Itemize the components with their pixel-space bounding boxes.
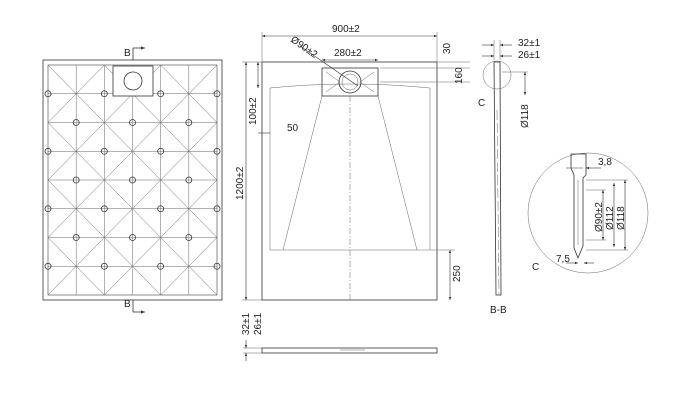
support-foot bbox=[157, 205, 165, 213]
underside-drain-icon bbox=[123, 71, 143, 91]
plan-view: 900±2 280±2 Ø90±2 30 160 100±2 50 1200±2… bbox=[235, 24, 470, 301]
section-height-26: 26±1 bbox=[518, 50, 541, 61]
section-name: B-B bbox=[490, 305, 507, 316]
support-foot bbox=[72, 176, 80, 184]
detail-c-label-2: C bbox=[532, 262, 539, 273]
rib-diagonal bbox=[47, 64, 105, 123]
rib-diagonal bbox=[104, 122, 161, 181]
bottom-250-dimension: 250 bbox=[452, 265, 463, 282]
support-foot bbox=[185, 119, 193, 126]
side-height-32: 32±1 bbox=[241, 312, 252, 335]
support-foot bbox=[157, 147, 165, 155]
section-b-label-top: B bbox=[124, 48, 131, 59]
detail-d112: Ø112 bbox=[605, 206, 616, 230]
support-foot bbox=[44, 147, 52, 155]
tray-outline bbox=[261, 61, 438, 301]
side-height-26: 26±1 bbox=[253, 312, 264, 335]
section-profile bbox=[493, 61, 502, 296]
rib-diagonal bbox=[104, 179, 161, 238]
rib-diagonal bbox=[160, 179, 218, 238]
drain-width-dimension: 280±2 bbox=[334, 48, 362, 59]
width-dimension: 900±2 bbox=[332, 24, 360, 35]
support-foot bbox=[44, 262, 52, 270]
support-foot bbox=[213, 90, 221, 98]
support-foot bbox=[157, 262, 165, 270]
section-height-32: 32±1 bbox=[518, 38, 541, 49]
support-foot bbox=[44, 205, 52, 213]
rib-diagonal bbox=[160, 237, 218, 296]
drain-diameter-dimension: Ø90±2 bbox=[288, 34, 319, 60]
support-foot bbox=[129, 176, 136, 184]
detail-circle bbox=[527, 152, 649, 274]
underside-ribs bbox=[44, 64, 221, 296]
support-foot bbox=[157, 90, 165, 98]
support-foot bbox=[213, 262, 221, 270]
support-foot bbox=[100, 205, 108, 213]
detail-d90: Ø90±2 bbox=[594, 202, 605, 232]
length-dimension: 1200±2 bbox=[235, 166, 246, 200]
detail-c-marker bbox=[482, 60, 512, 90]
support-foot bbox=[213, 205, 221, 213]
underside-view: B B bbox=[42, 46, 223, 314]
edge-50-dimension: 50 bbox=[287, 123, 299, 134]
underside-drain-box bbox=[112, 65, 154, 97]
support-foot bbox=[100, 90, 108, 98]
rib-diagonal bbox=[47, 179, 105, 238]
edge-100-dimension: 100±2 bbox=[248, 97, 259, 125]
support-foot bbox=[129, 119, 136, 126]
support-foot bbox=[129, 234, 136, 241]
drain-icon bbox=[338, 70, 362, 94]
section-b-b: 32±1 26±1 Ø118 C B-B bbox=[478, 38, 541, 316]
support-foot bbox=[185, 234, 193, 241]
section-b-label-bottom: B bbox=[124, 299, 131, 310]
section-diameter: Ø118 bbox=[520, 104, 531, 128]
rib-diagonal bbox=[160, 64, 218, 123]
rib-diagonal bbox=[104, 237, 161, 296]
detail-c: 3,8 Ø90±2 Ø112 Ø118 7,5 C bbox=[527, 152, 649, 274]
support-foot bbox=[213, 147, 221, 155]
side-profile bbox=[261, 347, 438, 354]
drain-box bbox=[321, 67, 379, 97]
support-foot bbox=[100, 262, 108, 270]
detail-7-5: 7,5 bbox=[556, 254, 570, 265]
top-offset-dimension: 30 bbox=[442, 42, 453, 54]
underside-outline bbox=[42, 59, 223, 301]
detail-c-label-1: C bbox=[478, 98, 485, 109]
detail-3-8: 3,8 bbox=[598, 157, 612, 168]
drain-depth-dimension: 160 bbox=[454, 67, 465, 84]
support-foot bbox=[72, 119, 80, 126]
rib-diagonal bbox=[47, 237, 105, 296]
support-foot bbox=[44, 90, 52, 98]
side-view: 32±1 26±1 bbox=[241, 312, 438, 361]
support-foot bbox=[72, 234, 80, 241]
support-foot bbox=[100, 147, 108, 155]
support-foot bbox=[185, 176, 193, 184]
rib-diagonal bbox=[47, 122, 105, 181]
detail-d118: Ø118 bbox=[616, 206, 627, 230]
rib-diagonal bbox=[160, 122, 218, 181]
